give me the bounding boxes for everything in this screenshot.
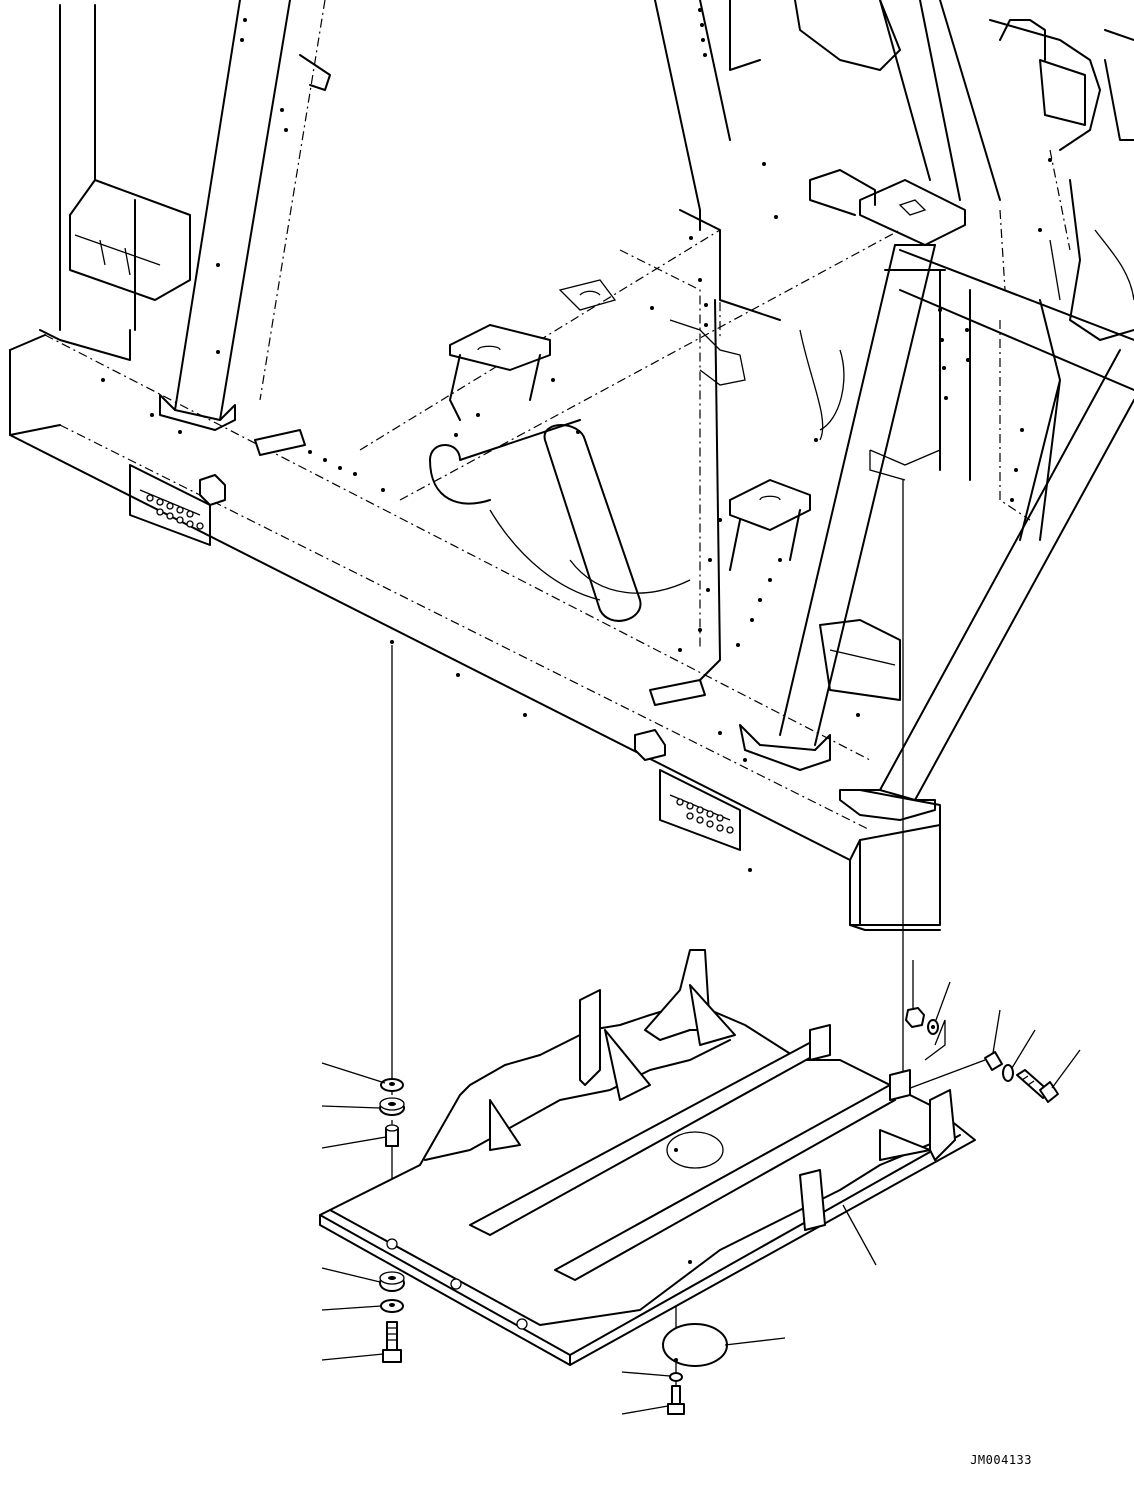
rubber-mount-lower	[380, 1272, 404, 1291]
washer-right	[1003, 1065, 1013, 1081]
bolt-vertical-left	[383, 1322, 401, 1362]
left-step-holes	[147, 495, 203, 529]
washer-upper-right	[928, 1020, 938, 1034]
washer-cover	[670, 1373, 682, 1381]
bolt-horizontal-right	[1017, 1070, 1058, 1102]
spacer-right	[985, 1052, 1002, 1070]
machine-frame	[10, 0, 1134, 930]
frame-bolts	[101, 8, 1052, 872]
bolt-cover	[668, 1386, 684, 1414]
inspection-cover	[663, 1324, 727, 1366]
rubber-mount-upper	[380, 1098, 404, 1115]
washer-lower	[381, 1300, 403, 1312]
right-step-holes	[677, 799, 733, 833]
drawing-code: JM004133	[970, 1453, 1032, 1467]
hardware	[380, 1008, 1058, 1414]
leader-lines	[322, 982, 1080, 1414]
spacer-collar	[386, 1125, 398, 1146]
under-cover-plate	[320, 950, 975, 1365]
nut-upper-right	[906, 1008, 924, 1027]
washer-upper	[381, 1079, 403, 1091]
